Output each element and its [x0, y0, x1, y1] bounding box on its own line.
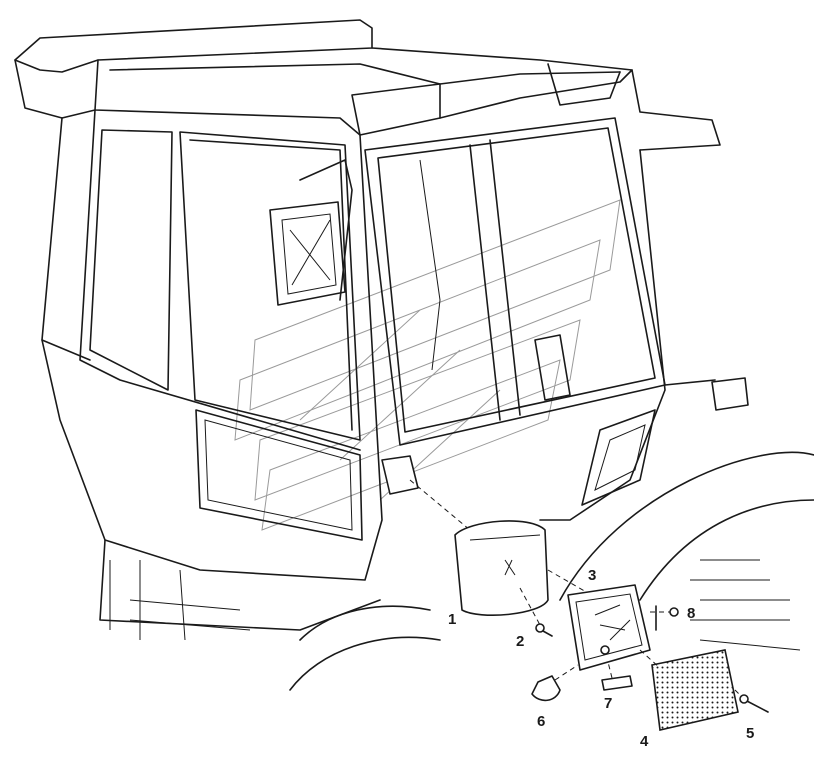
callout-8: 8: [687, 605, 696, 622]
wheel-arches: [109, 451, 814, 691]
cab-roof: [14, 19, 721, 151]
front-side-lamp: [664, 377, 749, 411]
callout-1: 1: [448, 611, 457, 628]
lamp-base: [567, 584, 651, 671]
side-mirror: [269, 159, 353, 306]
lamp-lens: [639, 649, 739, 731]
side-windows: [89, 129, 363, 541]
screw-2: [519, 587, 553, 637]
callout-4: 4: [640, 733, 649, 750]
callout-7: 7: [604, 695, 613, 712]
lamp-housing: [454, 520, 601, 616]
screw-8: [650, 605, 679, 631]
mounting-bracket: [381, 455, 471, 531]
front-grille: [581, 409, 656, 506]
callout-6: 6: [537, 713, 546, 730]
callout-2: 2: [516, 633, 525, 650]
callout-5: 5: [746, 725, 755, 742]
watermark-logo: [234, 199, 621, 531]
screw-5: [734, 689, 769, 713]
callout-3: 3: [588, 567, 597, 584]
bulb-6: [531, 664, 579, 702]
bulb-7: [601, 661, 633, 691]
